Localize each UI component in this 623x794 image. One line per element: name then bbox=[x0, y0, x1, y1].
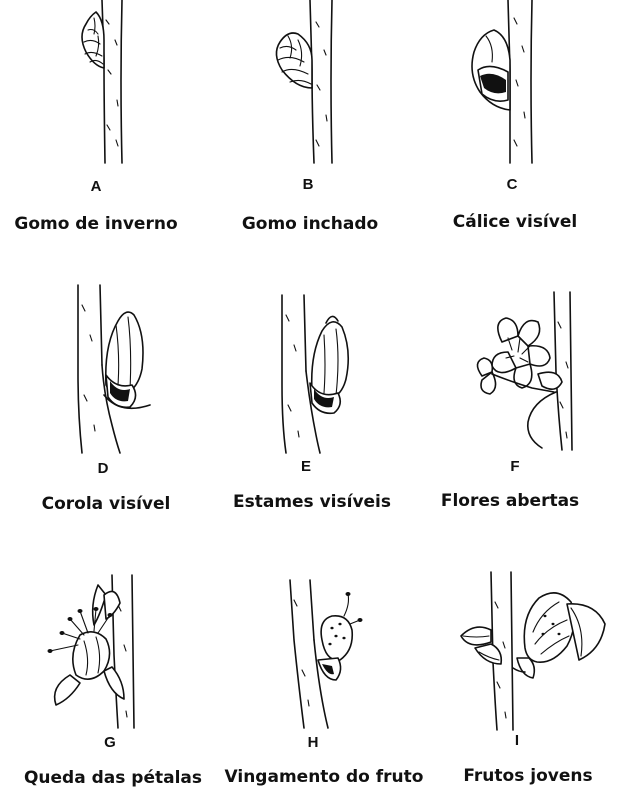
illustration-stage-c bbox=[450, 0, 550, 165]
stage-caption: Gomo inchado bbox=[200, 214, 420, 234]
stage-letter: G bbox=[80, 734, 140, 751]
stage-caption: Estames visíveis bbox=[202, 492, 422, 512]
stage-letter: C bbox=[482, 176, 542, 193]
stage-caption: Flores abertas bbox=[400, 491, 620, 511]
illustration-stage-e bbox=[262, 295, 362, 455]
illustration-stage-i bbox=[455, 572, 610, 732]
stage-letter: A bbox=[66, 178, 126, 195]
stage-letter: F bbox=[485, 458, 545, 475]
illustration-stage-a bbox=[60, 0, 140, 165]
illustration-stage-f bbox=[462, 292, 582, 452]
illustration-stage-h bbox=[278, 580, 368, 730]
illustration-stage-d bbox=[60, 285, 170, 455]
illustration-stage-g bbox=[40, 575, 160, 730]
stage-letter: I bbox=[487, 732, 547, 749]
stage-letter: E bbox=[276, 458, 336, 475]
stage-caption: Frutos jovens bbox=[418, 766, 623, 786]
stage-caption: Corola visível bbox=[0, 494, 216, 514]
stage-letter: H bbox=[283, 734, 343, 751]
stage-caption: Queda das pétalas bbox=[3, 768, 223, 788]
stage-caption: Gomo de inverno bbox=[0, 214, 206, 234]
stage-letter: B bbox=[278, 176, 338, 193]
stage-caption: Vingamento do fruto bbox=[214, 767, 434, 787]
stage-caption: Cálice visível bbox=[405, 212, 623, 232]
illustration-stage-b bbox=[258, 0, 348, 165]
stage-letter: D bbox=[73, 460, 133, 477]
